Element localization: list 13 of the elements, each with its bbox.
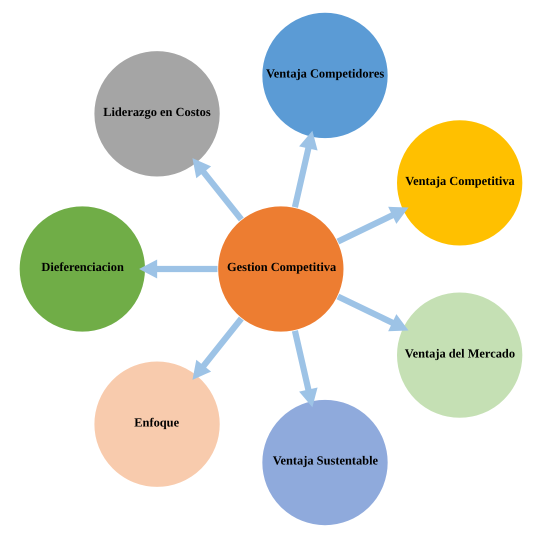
node-circle: Ventaja Competitiva (396, 119, 524, 247)
node-circle: Ventaja del Mercado (396, 291, 524, 419)
arrow (336, 206, 409, 244)
arrow (139, 260, 218, 278)
node-circle: Dieferenciacion (18, 205, 146, 333)
arrow (192, 316, 244, 380)
arrow (292, 130, 318, 208)
node-circle: Gestion Competitiva (217, 205, 345, 333)
node-circle: Ventaja Competidores (261, 12, 389, 140)
arrow (336, 294, 409, 332)
arrow (292, 330, 318, 408)
arrow (192, 158, 244, 222)
node-circle: Ventaja Sustentable (261, 398, 389, 526)
